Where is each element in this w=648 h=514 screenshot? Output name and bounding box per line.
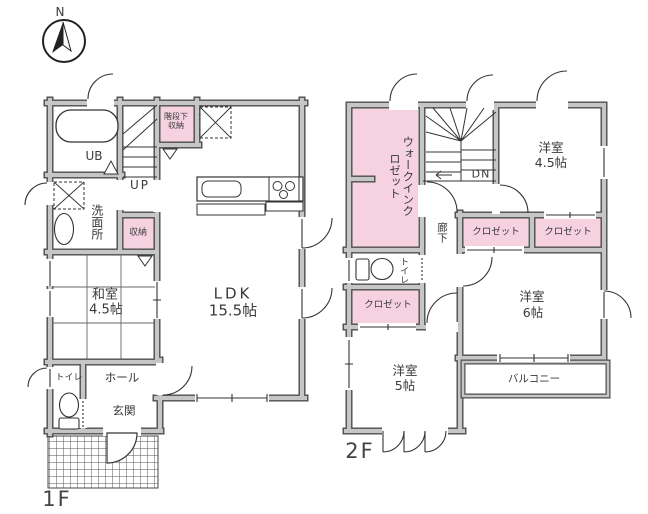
room-label-closet-b: クロゼット	[544, 226, 592, 238]
room-label-washroom: 洗面所	[89, 204, 104, 240]
entrance-porch-hatch	[47, 435, 159, 489]
wall-openings	[45, 98, 609, 436]
room-size-ldk: 15.5帖	[208, 301, 258, 320]
stairs-2f	[423, 107, 497, 182]
stairs-1f	[122, 104, 158, 178]
room-label-balcony: バルコニー	[507, 372, 561, 385]
room-label-storage: 収納	[128, 227, 148, 238]
room-label-bath: UB	[85, 149, 103, 164]
room-label-closet-c: クロゼット	[364, 299, 412, 311]
storage-door-mark-icon	[162, 148, 178, 160]
compass-icon	[42, 19, 86, 63]
compass-north-label: N	[55, 5, 65, 20]
room-label-corridor: 廊下	[436, 221, 449, 243]
storage-pink-areas	[123, 106, 601, 324]
room-label-ldk: LDK	[213, 284, 253, 303]
room-size-western-room-6: 6帖	[522, 304, 544, 320]
washbasin-icon	[53, 212, 75, 246]
door-arcs	[24, 70, 632, 453]
room-label-toilet-2f: トイレ	[398, 256, 409, 284]
room-label-entrance: 玄関	[112, 403, 136, 418]
room-label-under-stairs-storage: 階段下収納	[164, 111, 188, 130]
kitchen-sink-icon	[201, 180, 242, 198]
room-label-japanese-room: 和室	[91, 287, 119, 303]
bathtub-icon	[55, 109, 119, 143]
kitchen-counter-icon	[196, 176, 304, 216]
room-label-western-room-5: 洋室	[392, 362, 418, 378]
storage-door-mark-icon	[137, 255, 153, 267]
room-size-japanese-room: 4.5帖	[89, 302, 123, 318]
stairs-up-label: UP	[129, 178, 151, 193]
room-label-hall: ホール	[104, 370, 140, 385]
down-arrow-icon	[435, 170, 452, 180]
room-label-toilet-1f: トイレ	[55, 372, 83, 383]
bath-door-icon	[103, 159, 119, 175]
toilet-1f-icon	[58, 392, 80, 430]
room-label-western-room-45: 洋室	[538, 139, 564, 155]
entrance-door-arc	[106, 432, 138, 464]
fixtures	[53, 106, 394, 430]
room-label-walk-in-closet: ウォークインクロゼット	[388, 135, 416, 217]
floor-label-1f: 1F	[42, 486, 72, 511]
stairs-down-label: DN	[471, 167, 491, 181]
toilet-2f-icon	[355, 257, 394, 281]
room-label-closet-a: クロゼット	[472, 226, 520, 238]
tatami-grid	[52, 255, 155, 360]
room-label-western-room-6: 洋室	[519, 288, 545, 304]
room-size-western-room-45: 4.5帖	[534, 154, 568, 170]
window-symbols	[49, 148, 605, 427]
washing-machine-icon	[53, 181, 85, 210]
refrigerator-icon	[199, 106, 232, 139]
room-size-western-room-5: 5帖	[394, 377, 416, 393]
floor-label-2f: 2F	[345, 438, 375, 463]
